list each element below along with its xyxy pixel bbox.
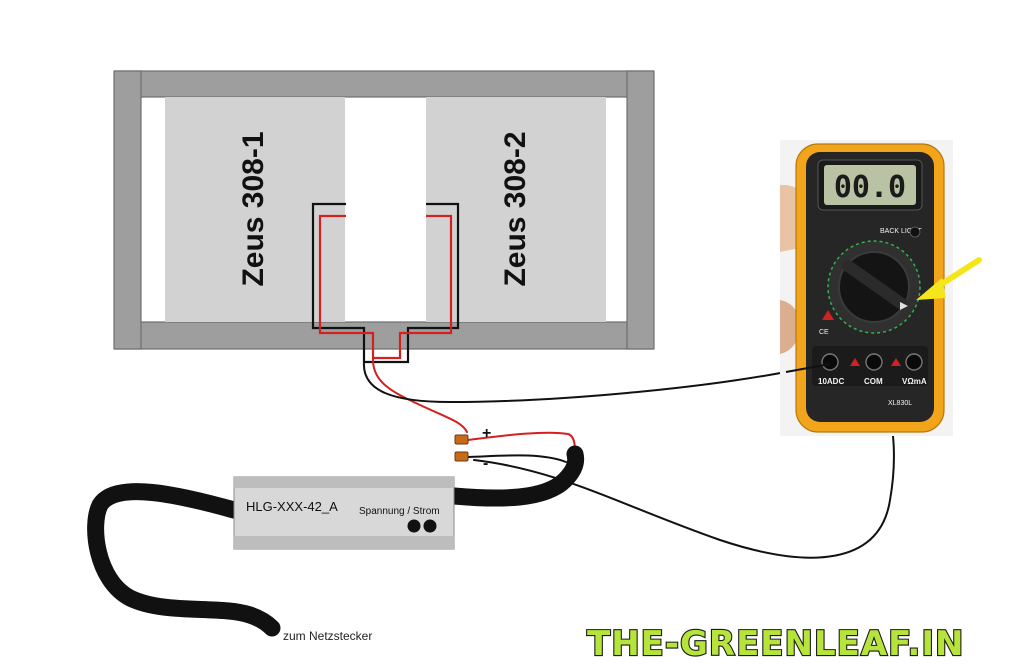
frame-bottom-rail [115, 321, 653, 350]
mains-label: zum Netzstecker [283, 629, 372, 643]
hand-fingers [780, 300, 800, 354]
port-vma[interactable] [905, 353, 923, 371]
meter-lead-end [785, 363, 831, 373]
port-10a-label: 10ADC [818, 377, 844, 386]
terminal-plus [454, 434, 469, 445]
terminals: + - [454, 425, 491, 472]
frame-right-post [626, 70, 655, 350]
highlight-arrow-icon [916, 257, 982, 300]
driver-bottom-strip [234, 536, 454, 549]
polarity-minus: - [483, 455, 488, 472]
dc-output-cable [445, 445, 585, 507]
lamp-panel-right [426, 97, 606, 322]
port-10a[interactable] [821, 353, 839, 371]
lcd-screen [824, 165, 916, 205]
frame-top-rail [115, 70, 653, 98]
driver-black-out [467, 454, 567, 463]
port-10a-warning-icon [850, 358, 860, 366]
multimeter: 00.0 BACK LIGHT CE 10ADC COM VΩmA XL830L [780, 140, 953, 436]
lamp-wire-red [318, 214, 453, 360]
lamp-label-right: Zeus 308-2 [499, 131, 532, 286]
port-vma-warning-icon [891, 358, 901, 366]
dial-pointer [842, 260, 908, 310]
voltage-trim-icon[interactable] [407, 519, 421, 533]
warning-icon [822, 310, 834, 320]
led-driver: HLG-XXX-42_A Spannung / Strom [233, 476, 455, 550]
driver-top-strip [234, 477, 454, 488]
meter-model-label: XL830L [888, 400, 912, 407]
lamp-panel-left [165, 97, 345, 322]
current-trim-icon[interactable] [423, 519, 437, 533]
lcd-reading: 00.0 [834, 170, 906, 205]
driver-model-label: HLG-XXX-42_A [246, 499, 338, 514]
frame-left-post [113, 70, 142, 350]
port-com-label: COM [864, 377, 883, 386]
thick-cables [87, 445, 585, 637]
dial-marker [900, 302, 908, 310]
ce-mark: CE [819, 329, 829, 336]
lamp-fixture: Zeus 308-1 Zeus 308-2 [113, 70, 655, 350]
black-wire-to-meter [362, 361, 787, 404]
lamp-wiring [311, 202, 460, 364]
port-com[interactable] [865, 353, 883, 371]
lamp-wire-black [311, 202, 460, 348]
port-vma-label: VΩmA [902, 377, 927, 386]
backlight-button[interactable] [909, 226, 921, 238]
driver-adjust-label: Spannung / Strom [359, 506, 440, 517]
mains-cable [87, 483, 281, 637]
terminal-minus [454, 451, 469, 462]
backlight-label: BACK LIGHT [880, 228, 922, 235]
lamp-wire-black-lower [362, 348, 410, 364]
lamp-label-left: Zeus 308-1 [237, 131, 270, 286]
black-probe-lead [473, 397, 895, 559]
brand-watermark: THE-GREENLEAF.IN [587, 624, 964, 664]
red-wire-to-plus [371, 357, 468, 433]
polarity-plus: + [482, 425, 491, 442]
